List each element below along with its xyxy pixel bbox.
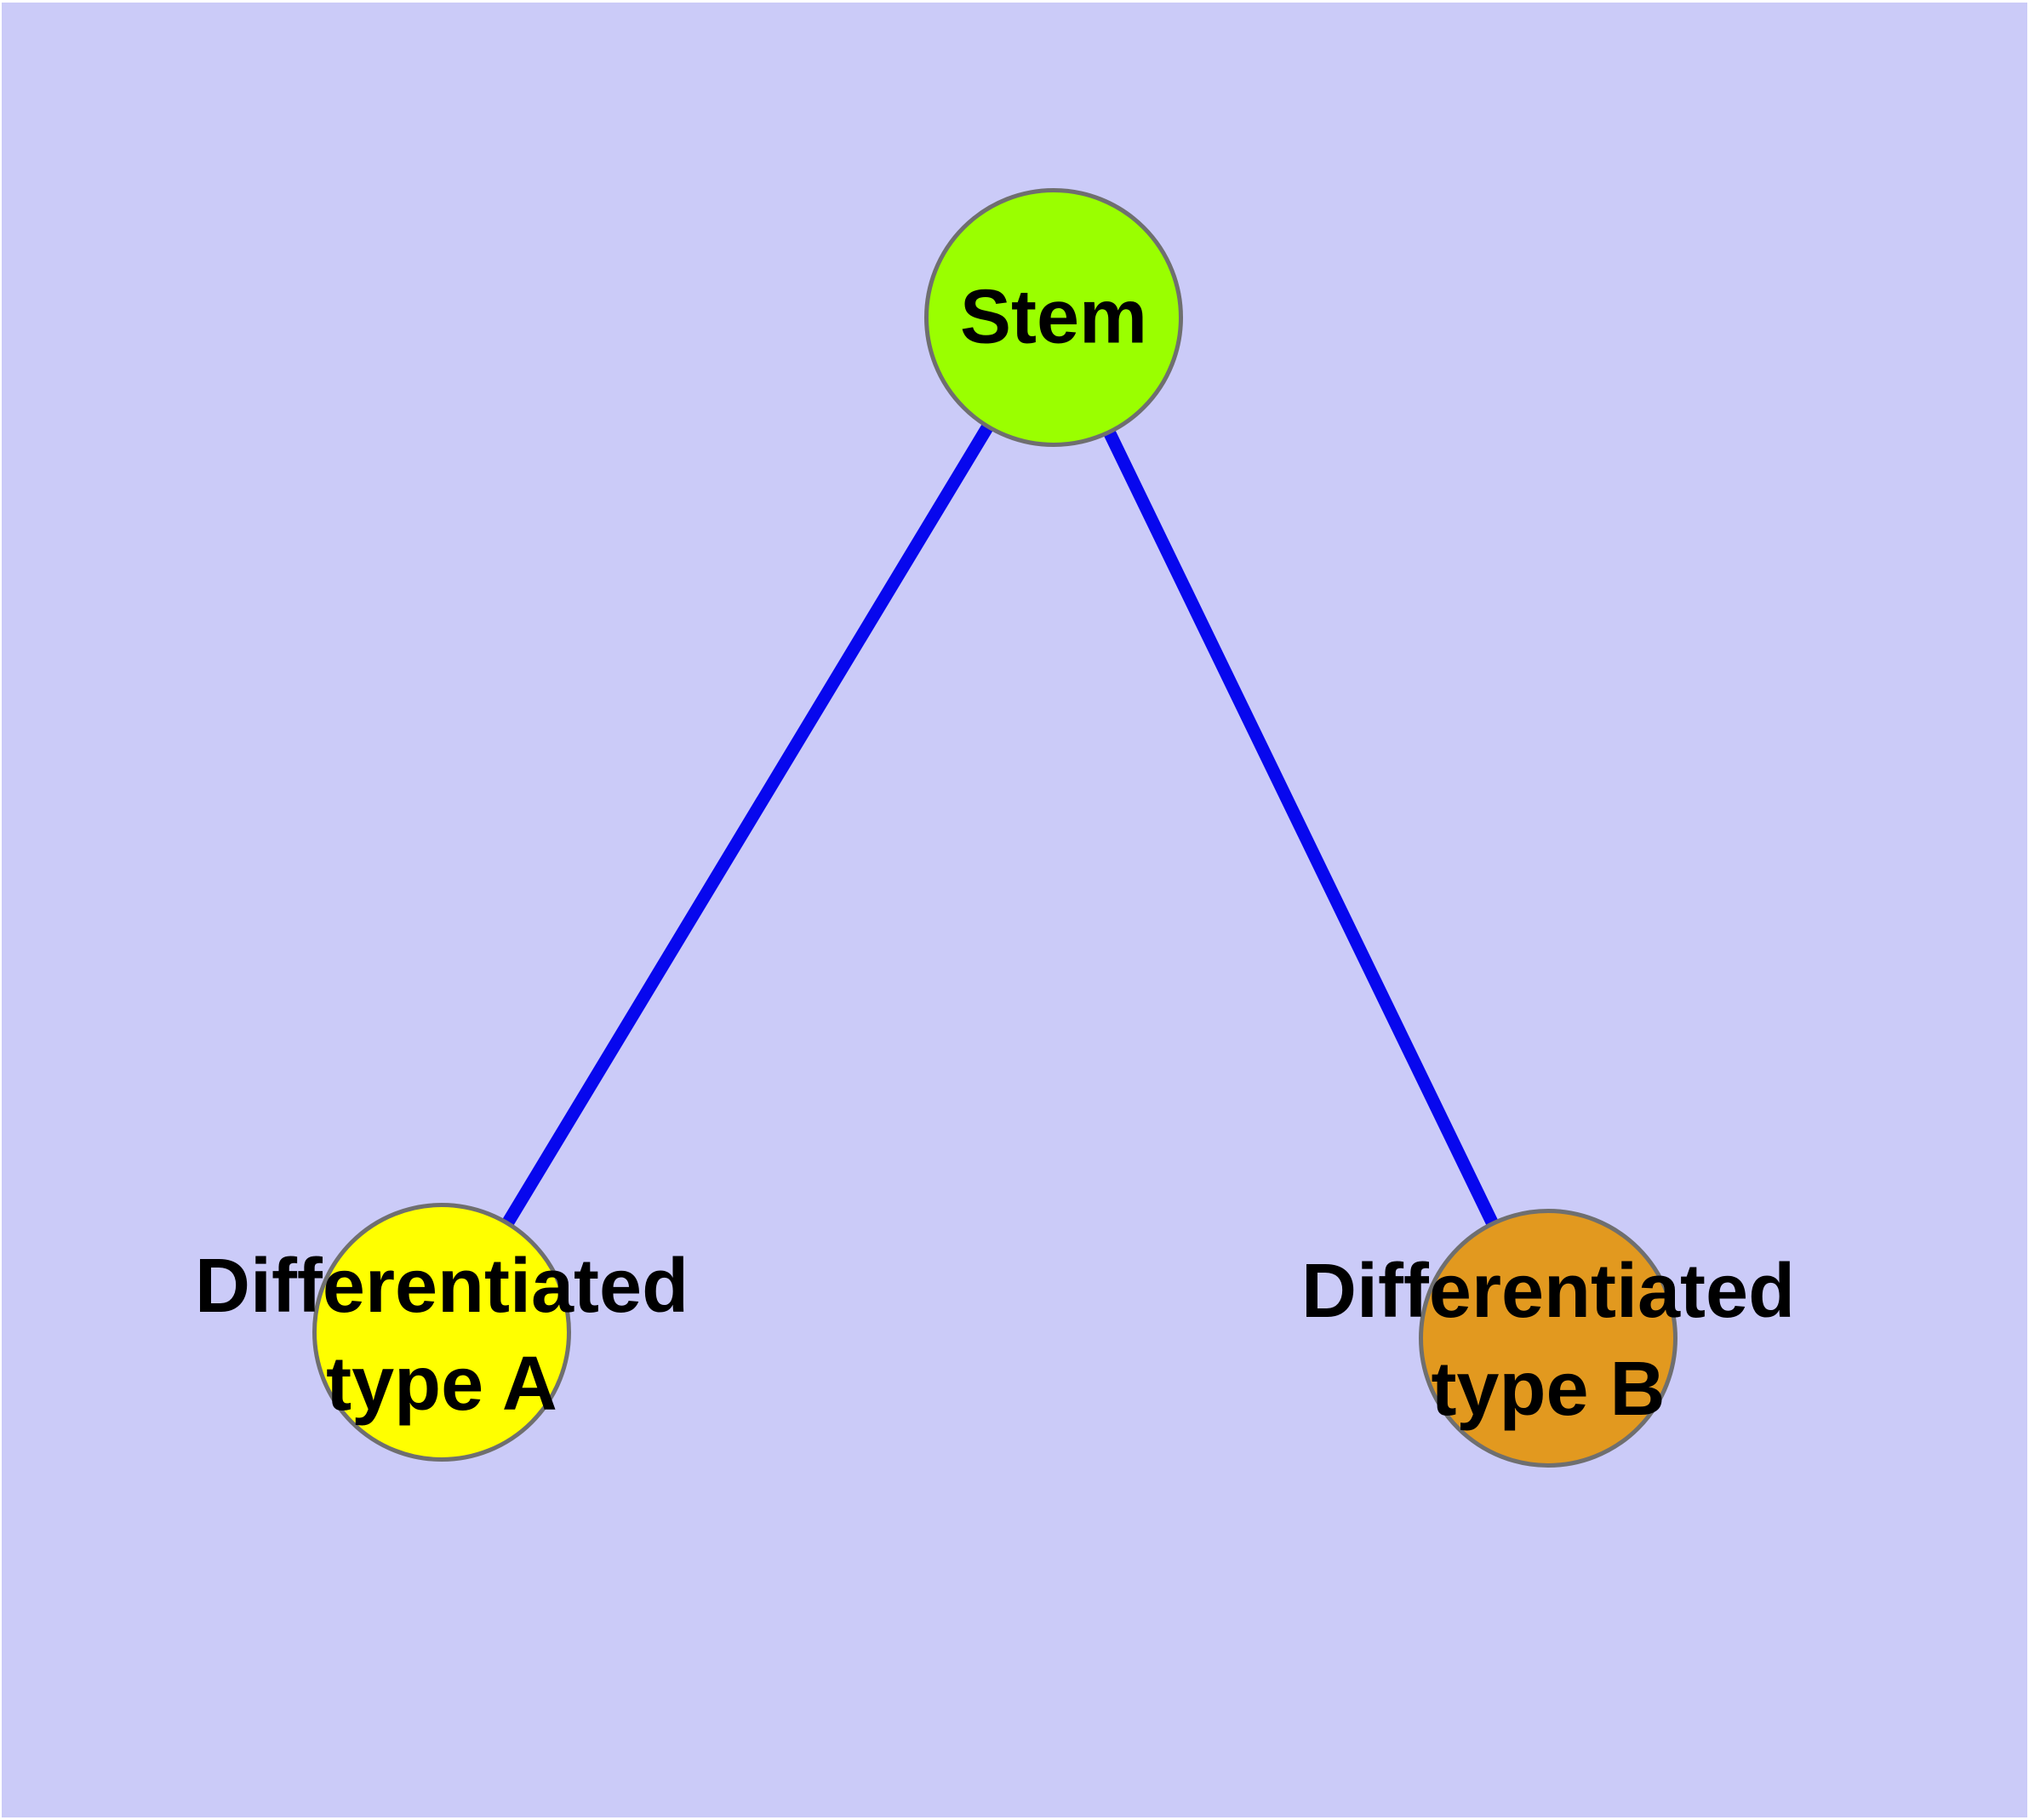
graph-svg bbox=[2, 3, 2027, 1817]
edge-stem-to-type-b bbox=[1048, 314, 1554, 1342]
type-b-node bbox=[1419, 1209, 1677, 1468]
stem-node bbox=[924, 188, 1183, 447]
edge-stem-to-type-a bbox=[436, 314, 1060, 1336]
type-a-node bbox=[312, 1203, 571, 1462]
diagram-canvas: Stem Differentiated type A Differentiate… bbox=[2, 3, 2027, 1817]
